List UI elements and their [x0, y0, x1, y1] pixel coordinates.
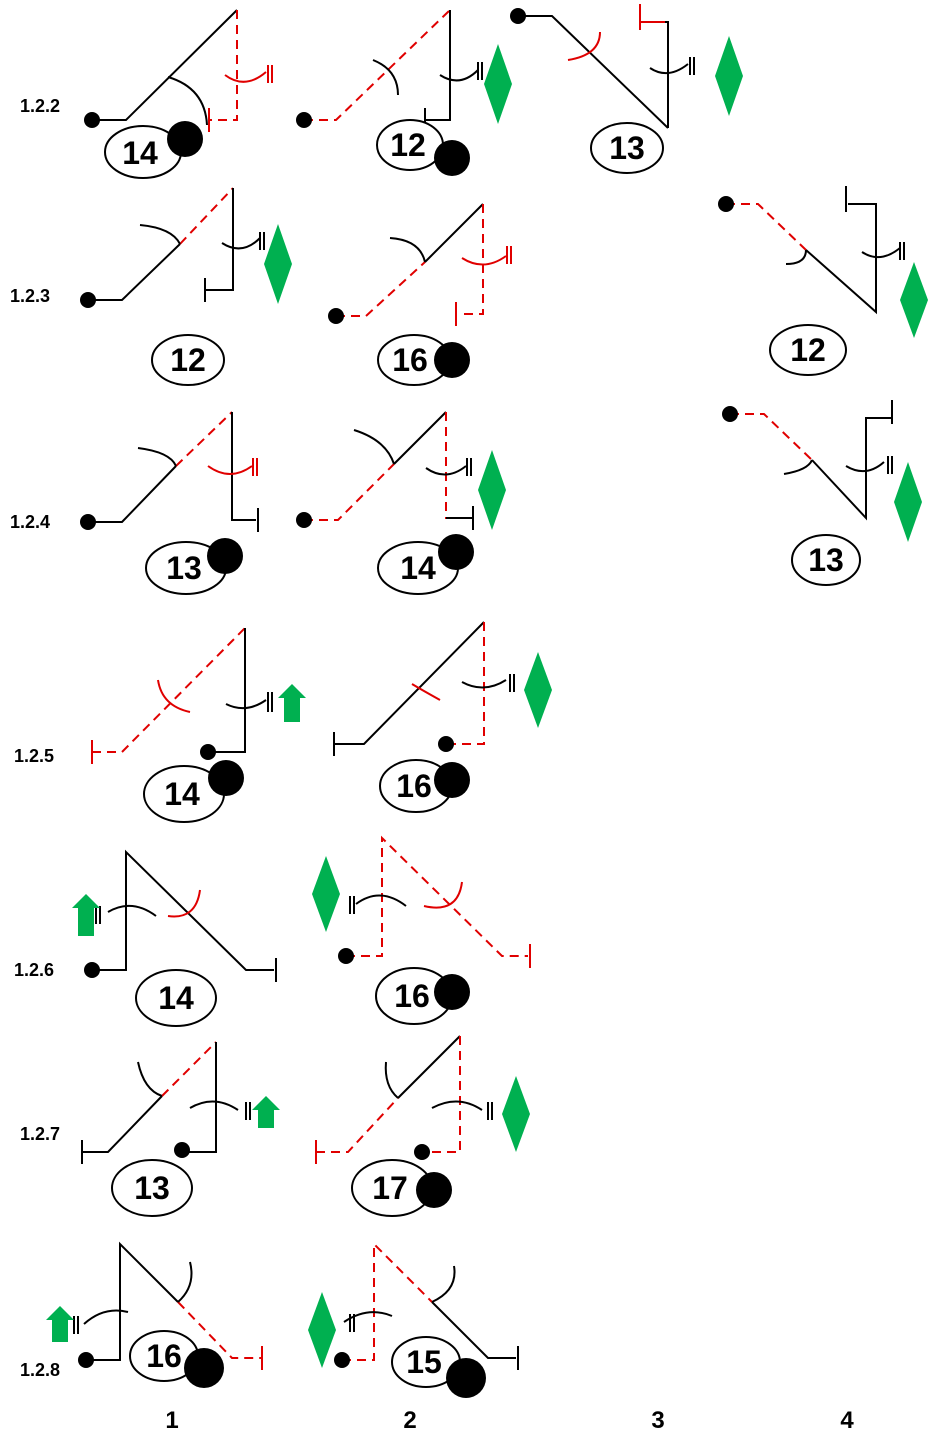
figure-1.2.2-3: 13	[510, 4, 743, 174]
arrow-up-marker	[72, 894, 100, 936]
diamond-marker	[524, 652, 552, 728]
figure-number: 12	[170, 342, 206, 378]
figure-1.2.6-1: 14	[72, 849, 277, 1027]
figure-1.2.5-1: 14	[91, 627, 306, 823]
row-label-1.2.6: 1.2.6	[14, 960, 54, 980]
number-oval	[135, 969, 217, 1027]
figure-number: 13	[134, 1170, 170, 1206]
row-label-1.2.7: 1.2.7	[20, 1124, 60, 1144]
arrow-up-marker	[46, 1306, 74, 1342]
number-oval	[111, 1159, 193, 1217]
figure-number: 14	[164, 776, 200, 812]
figure-number: 13	[166, 550, 202, 586]
diamond-marker	[312, 856, 340, 932]
diamond-marker	[502, 1076, 530, 1152]
diamond-marker	[715, 36, 743, 116]
figure-1.2.5-2: 16	[333, 621, 552, 813]
number-oval	[151, 334, 225, 386]
number-oval	[791, 534, 861, 586]
column-label-2: 2	[403, 1407, 416, 1434]
column-label-1: 1	[165, 1407, 178, 1434]
figure-1.2.8-1: 16	[46, 1241, 263, 1388]
row-label-1.2.2: 1.2.2	[20, 96, 60, 116]
figure-1.2.4-1: 13	[80, 411, 259, 595]
figure-1.2.4-2: 14	[296, 411, 506, 595]
figure-number: 17	[372, 1170, 408, 1206]
column-label-4: 4	[840, 1407, 854, 1434]
diamond-marker	[264, 224, 292, 304]
figure-1.2.6-2: 16	[312, 835, 531, 1025]
figure-number: 12	[390, 127, 426, 163]
number-oval	[769, 324, 847, 376]
figure-number: 16	[396, 768, 432, 804]
figure-number: 14	[122, 135, 158, 171]
row-label-1.2.4: 1.2.4	[10, 512, 50, 532]
figure-1.2.3-1: 12	[80, 187, 292, 386]
figure-number: 16	[392, 342, 428, 378]
arrow-up-marker	[252, 1096, 280, 1128]
diamond-marker	[308, 1292, 336, 1368]
row-label-1.2.5: 1.2.5	[14, 746, 54, 766]
figure-number: 14	[400, 550, 436, 586]
diamond-marker	[894, 462, 922, 542]
figure-number: 16	[394, 978, 430, 1014]
figure-1.2.2-2: 12	[296, 9, 512, 176]
figure-number: 15	[406, 1344, 442, 1380]
number-oval	[590, 122, 664, 174]
row-label-1.2.3: 1.2.3	[10, 286, 50, 306]
figure-1.2.3-4: 12	[718, 186, 928, 376]
figure-1.2.2-1: 14	[84, 9, 273, 179]
figure-number: 14	[158, 980, 194, 1016]
diamond-marker	[900, 262, 928, 338]
column-label-3: 3	[651, 1407, 664, 1434]
figure-1.2.7-1: 13	[81, 1041, 280, 1217]
figure-1.2.8-2: 15	[308, 1241, 519, 1398]
diamond-marker	[478, 450, 506, 530]
figure-number: 12	[790, 332, 826, 368]
diamond-marker	[484, 44, 512, 124]
figure-1.2.4-4: 13	[722, 400, 922, 586]
row-label-1.2.8: 1.2.8	[20, 1360, 60, 1380]
figure-1.2.3-2: 16	[328, 203, 512, 386]
figure-number: 13	[609, 130, 645, 166]
figure-number: 13	[808, 542, 844, 578]
figure-number: 16	[146, 1338, 182, 1374]
arrow-up-marker	[278, 684, 306, 722]
figure-1.2.7-2: 17	[315, 1035, 530, 1217]
